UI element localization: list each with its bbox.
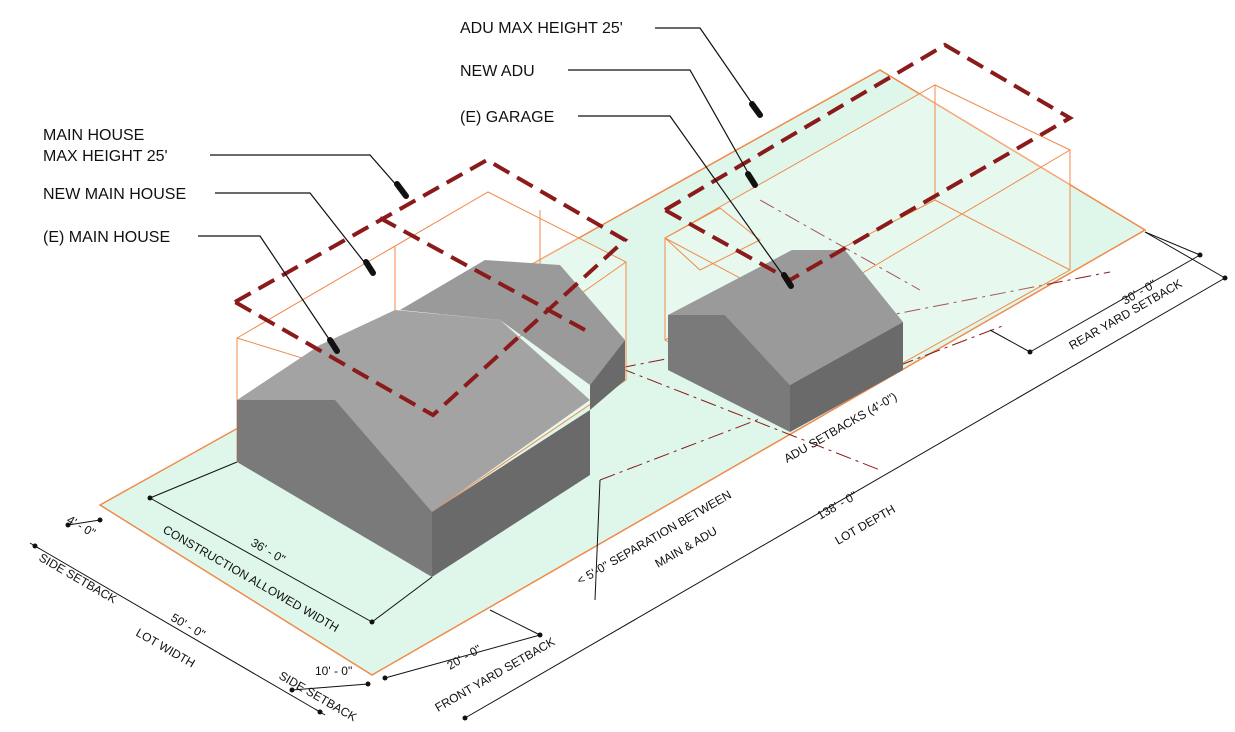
adu-max-height-label: ADU MAX HEIGHT 25' <box>460 20 623 37</box>
main-house-height-limit <box>230 157 629 418</box>
new-adu-label: NEW ADU <box>460 63 535 80</box>
existing-garage <box>668 250 903 432</box>
side-setback-left-label: SIDE SETBACK <box>37 550 120 606</box>
dimension-lines <box>29 231 1226 719</box>
callout-markers <box>327 101 794 354</box>
existing-garage-label: (E) GARAGE <box>460 109 554 126</box>
adu-height-limit <box>660 42 1074 283</box>
dimension-ticks <box>32 252 1228 721</box>
side-setback-right-value: 10' - 0" <box>315 664 352 678</box>
lot-depth-value: 138' - 0" <box>815 489 860 523</box>
new-main-house-label: NEW MAIN HOUSE <box>43 186 186 203</box>
rear-yard-label: REAR YARD SETBACK <box>1067 276 1185 352</box>
main-house-label: MAIN HOUSE <box>43 127 144 144</box>
side-setback-left-value: 4' - 0" <box>65 512 98 539</box>
front-yard-label: FRONT YARD SETBACK <box>433 634 558 714</box>
existing-main-house-label: (E) MAIN HOUSE <box>43 229 170 246</box>
main-house-max-height-label: MAX HEIGHT 25' <box>43 148 168 165</box>
lot-width-value: 50' - 0" <box>169 610 208 641</box>
existing-main-house <box>237 260 625 577</box>
front-yard-value: 20' - 0" <box>445 642 484 673</box>
callout-leaders <box>198 27 791 349</box>
